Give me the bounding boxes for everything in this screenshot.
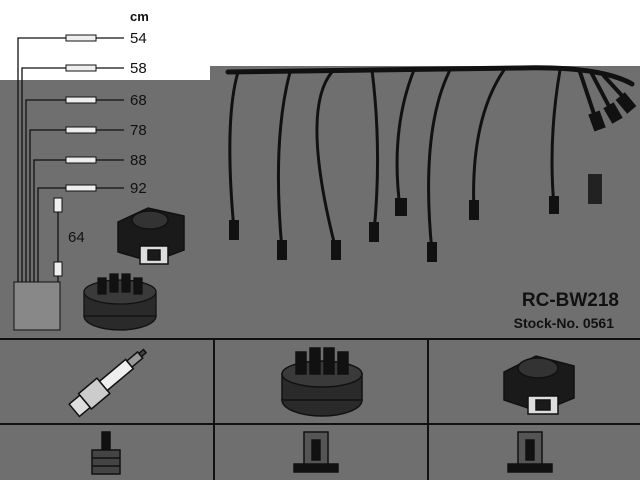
straight-boot-connector-icon: [91, 431, 121, 475]
legend-connector-54: [65, 34, 97, 42]
distributor-cap-icon-bottom: [281, 347, 363, 417]
length-label-78: 78: [130, 122, 147, 139]
length-label-58: 58: [130, 60, 147, 77]
length-label-88: 88: [130, 152, 147, 169]
unit-label: cm: [130, 9, 149, 24]
legend-connector-92: [65, 184, 97, 192]
wire-loom: [225, 65, 635, 87]
distributor-terminal-connector-icon: [293, 431, 339, 473]
wire-3: [315, 70, 338, 252]
wire-4: [370, 68, 380, 234]
legend-connector-68: [65, 96, 97, 104]
legend-terminal-block: [13, 281, 61, 331]
length-label-92: 92: [130, 180, 147, 197]
spark-plug-icon: [68, 348, 148, 418]
legend-connector-58: [65, 64, 97, 72]
wire-8: [550, 68, 562, 208]
wire-5: [395, 68, 416, 210]
wire-1: [228, 70, 240, 232]
coil-terminal-connector-icon: [507, 431, 553, 473]
wire-boots: [229, 92, 637, 262]
distributor-cap-icon: [83, 273, 157, 331]
legend-connector-64-top: [53, 197, 63, 213]
coil-lead-length-label: 64: [68, 229, 85, 246]
stock-number: Stock-No. 0561: [514, 315, 615, 331]
wire-9: [578, 70, 598, 122]
wire-6: [427, 68, 452, 254]
legend-connectors: [13, 34, 97, 331]
legend-connector-88: [65, 156, 97, 164]
length-label-68: 68: [130, 92, 147, 109]
legend-connector-78: [65, 126, 97, 134]
wire-7: [472, 68, 506, 214]
part-number: RC-BW218: [522, 290, 619, 311]
length-label-54: 54: [130, 30, 147, 47]
length-labels: 54 58 68 78 88 92 64: [68, 30, 147, 246]
ignition-coil-icon: [117, 207, 185, 265]
ignition-coil-icon-bottom: [503, 355, 575, 415]
wire-2: [276, 70, 292, 252]
legend-connector-64-bottom: [53, 261, 63, 277]
